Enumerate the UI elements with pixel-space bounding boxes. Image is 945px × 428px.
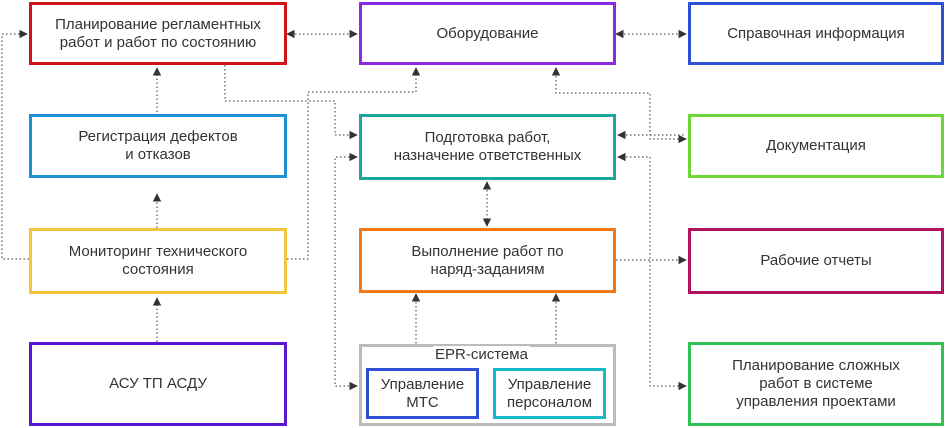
connector-monitoring-equipment <box>287 67 421 260</box>
node-equipment: Оборудование <box>359 2 616 65</box>
node-preparation: Подготовка работ, назначение ответственн… <box>359 114 616 180</box>
node-planning: Планирование регламентных работ и работ … <box>29 2 287 65</box>
node-asu: АСУ ТП АСДУ <box>29 342 287 426</box>
epr-group-title: EPR-система <box>433 346 530 364</box>
node-execution: Выполнение работ по наряд-заданиям <box>359 228 616 293</box>
connector-planning-preparation <box>224 65 358 140</box>
node-defects: Регистрация дефектов и отказов <box>29 114 287 178</box>
node-monitoring: Мониторинг технического состояния <box>29 228 287 294</box>
connector-epr-preparation <box>334 152 358 391</box>
connector-equipment-documentation <box>551 67 687 144</box>
node-personnel: Управление персоналом <box>493 368 606 419</box>
node-complex: Планирование сложных работ в системе упр… <box>688 342 944 426</box>
connector-monitoring-planning <box>1 29 29 260</box>
connector-preparation-complex <box>617 152 687 391</box>
node-reports: Рабочие отчеты <box>688 228 944 294</box>
node-mts: Управление МТС <box>366 368 479 419</box>
node-reference: Справочная информация <box>688 2 944 65</box>
node-documentation: Документация <box>688 114 944 178</box>
